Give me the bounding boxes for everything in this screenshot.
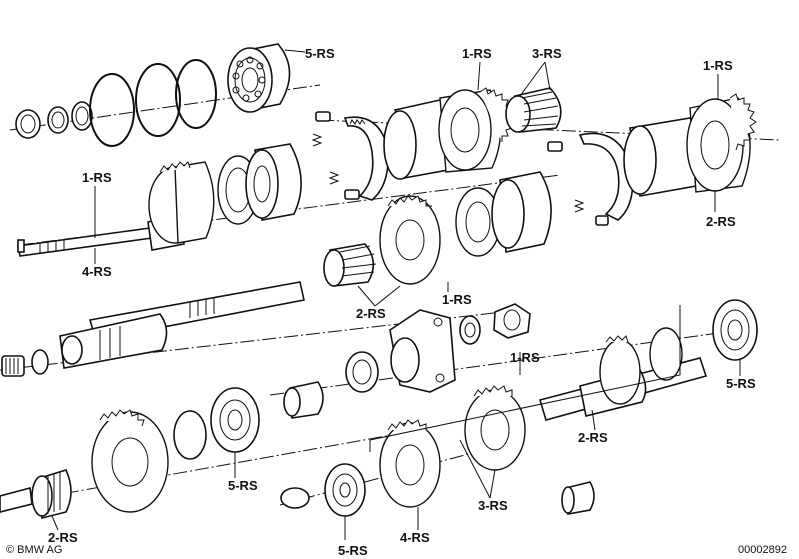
gear-1rs-top <box>438 87 515 173</box>
circlip-large-1 <box>89 73 135 147</box>
bracket-lines <box>369 305 681 452</box>
bottom-left-group <box>0 409 169 520</box>
gear-input-drive <box>148 161 215 244</box>
needle-bearing-mid <box>323 243 377 287</box>
label-1rs-topright: 1-RS <box>703 58 733 73</box>
nut-center <box>493 303 531 339</box>
label-3rs-top: 3-RS <box>532 46 562 61</box>
center-flange-group <box>345 303 531 393</box>
circlip-large-2 <box>135 63 181 137</box>
diagram-number: 00002892 <box>738 544 787 556</box>
label-1rs-left: 1-RS <box>82 170 112 185</box>
bottom-center-group <box>280 385 595 517</box>
synchro-hub-upper-right <box>623 117 703 197</box>
needle-bearing-3rs-top <box>505 87 562 133</box>
leader-lines <box>51 61 741 540</box>
gear-bottom-4rs <box>379 419 441 508</box>
label-1rs-center: 1-RS <box>510 350 540 365</box>
label-4rs-bottom: 4-RS <box>400 530 430 545</box>
seal-ring-2 <box>47 106 69 134</box>
bearing-lower-5rs <box>210 387 260 453</box>
upper-synchro-group <box>311 87 757 226</box>
label-2rs-bottomleft: 2-RS <box>48 530 78 545</box>
ball-bearing-top <box>227 43 291 113</box>
main-shaft <box>59 281 305 369</box>
synchro-ring-upper-1 <box>343 116 389 201</box>
label-5rs-right: 5-RS <box>726 376 756 391</box>
washer-lower <box>173 410 207 460</box>
gear-2rs-mid <box>379 195 441 285</box>
detent-springs-upper <box>328 171 360 200</box>
spacer-ring <box>71 101 93 131</box>
label-3rs-bottom: 3-RS <box>478 498 508 513</box>
synchro-hub-mid-right <box>491 171 552 253</box>
front-bearing-group <box>15 43 306 147</box>
label-2rs-lowright: 2-RS <box>578 430 608 445</box>
gear-bottom-left <box>91 409 169 513</box>
ball-bearing-right <box>712 299 758 361</box>
label-5rs-bottom: 5-RS <box>338 543 368 558</box>
synchro-sleeve-upper <box>383 99 455 180</box>
washer-left-1 <box>31 349 49 375</box>
sleeve-bottom-right <box>561 481 595 515</box>
shaft-stub-bottom-left <box>0 486 33 513</box>
input-shaft-group <box>17 143 302 257</box>
left-small-parts <box>1 335 83 377</box>
lower-middle-group <box>173 381 324 460</box>
bushing-lower <box>283 381 324 419</box>
needle-bearing-left <box>1 355 25 377</box>
washer-bottom <box>280 487 310 509</box>
seal-ring-1 <box>15 109 41 139</box>
synchro-hub-mid <box>245 143 302 221</box>
bushing-center <box>459 315 481 345</box>
synchro-ring-upper-2 <box>578 132 634 221</box>
gear-1rs-topright <box>686 93 757 193</box>
bearing-race-center <box>345 351 379 393</box>
countershaft-group <box>538 299 758 421</box>
label-2rs-right: 2-RS <box>706 214 736 229</box>
shift-fork-block-1 <box>311 111 331 147</box>
label-5rs-top: 5-RS <box>305 46 335 61</box>
part-labels: 5-RS 1-RS 3-RS 1-RS 1-RS 4-RS 2-RS 2-RS … <box>48 46 756 558</box>
label-1rs-top: 1-RS <box>462 46 492 61</box>
mid-gear-group <box>323 171 552 287</box>
label-5rs-lowleft: 5-RS <box>228 478 258 493</box>
washer-left-2 <box>61 335 83 365</box>
copyright-text: © BMW AG <box>6 544 62 556</box>
label-1rs-mid: 1-RS <box>442 292 472 307</box>
roller-bearing-bottom-left <box>31 469 72 520</box>
label-4rs-left: 4-RS <box>82 264 112 279</box>
gear-bottom-3rs <box>464 385 526 471</box>
gear-countershaft-2 <box>649 327 683 381</box>
flange-housing <box>389 309 456 393</box>
shift-fork-block-2 <box>547 141 609 226</box>
circlip-large-3 <box>175 59 217 129</box>
bearing-bottom-5rs <box>324 463 366 517</box>
gear-countershaft-1 <box>599 335 641 405</box>
label-2rs-mid: 2-RS <box>356 306 386 321</box>
